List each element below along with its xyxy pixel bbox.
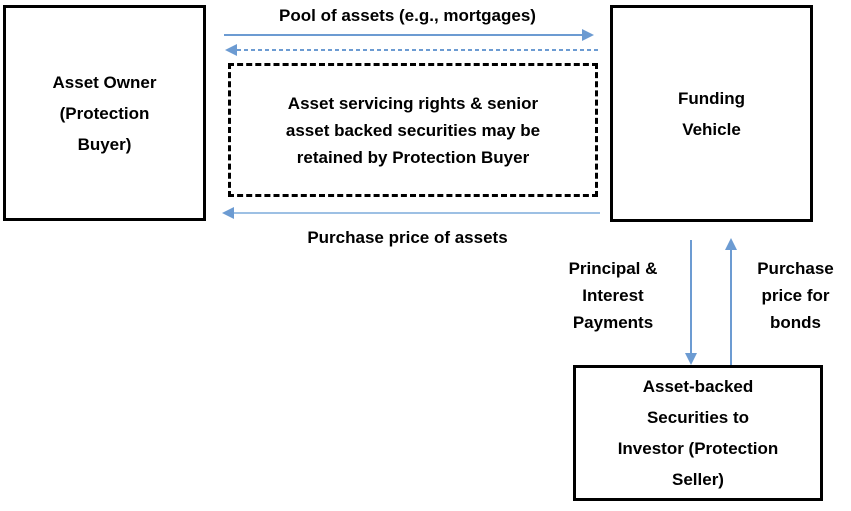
annotation-box-retained-note[interactable]: Asset servicing rights & senior asset ba… — [228, 63, 598, 197]
entity-box-abs-investor[interactable]: Asset-backed Securities to Investor (Pro… — [573, 365, 823, 501]
flow-label-purchase-price-of-assets: Purchase price of assets — [307, 228, 508, 247]
entity-label-abs-investor: Asset-backed Securities to Investor (Pro… — [617, 377, 779, 489]
entity-box-funding-vehicle[interactable]: Funding Vehicle — [610, 5, 813, 222]
flow-label-purchase-price-for-bonds: Purchase price for bonds — [757, 259, 834, 332]
entity-label-asset-owner: Asset Owner (Protection Buyer) — [52, 72, 157, 154]
entity-box-asset-owner[interactable]: Asset Owner (Protection Buyer) — [3, 5, 206, 221]
flow-label-principal-interest-payments: Principal & Interest Payments — [568, 259, 658, 332]
annotation-label-retained-note: Asset servicing rights & senior asset ba… — [285, 93, 541, 167]
entity-label-funding-vehicle: Funding Vehicle — [677, 88, 746, 139]
flow-label-pool-of-assets: Pool of assets (e.g., mortgages) — [279, 6, 536, 25]
